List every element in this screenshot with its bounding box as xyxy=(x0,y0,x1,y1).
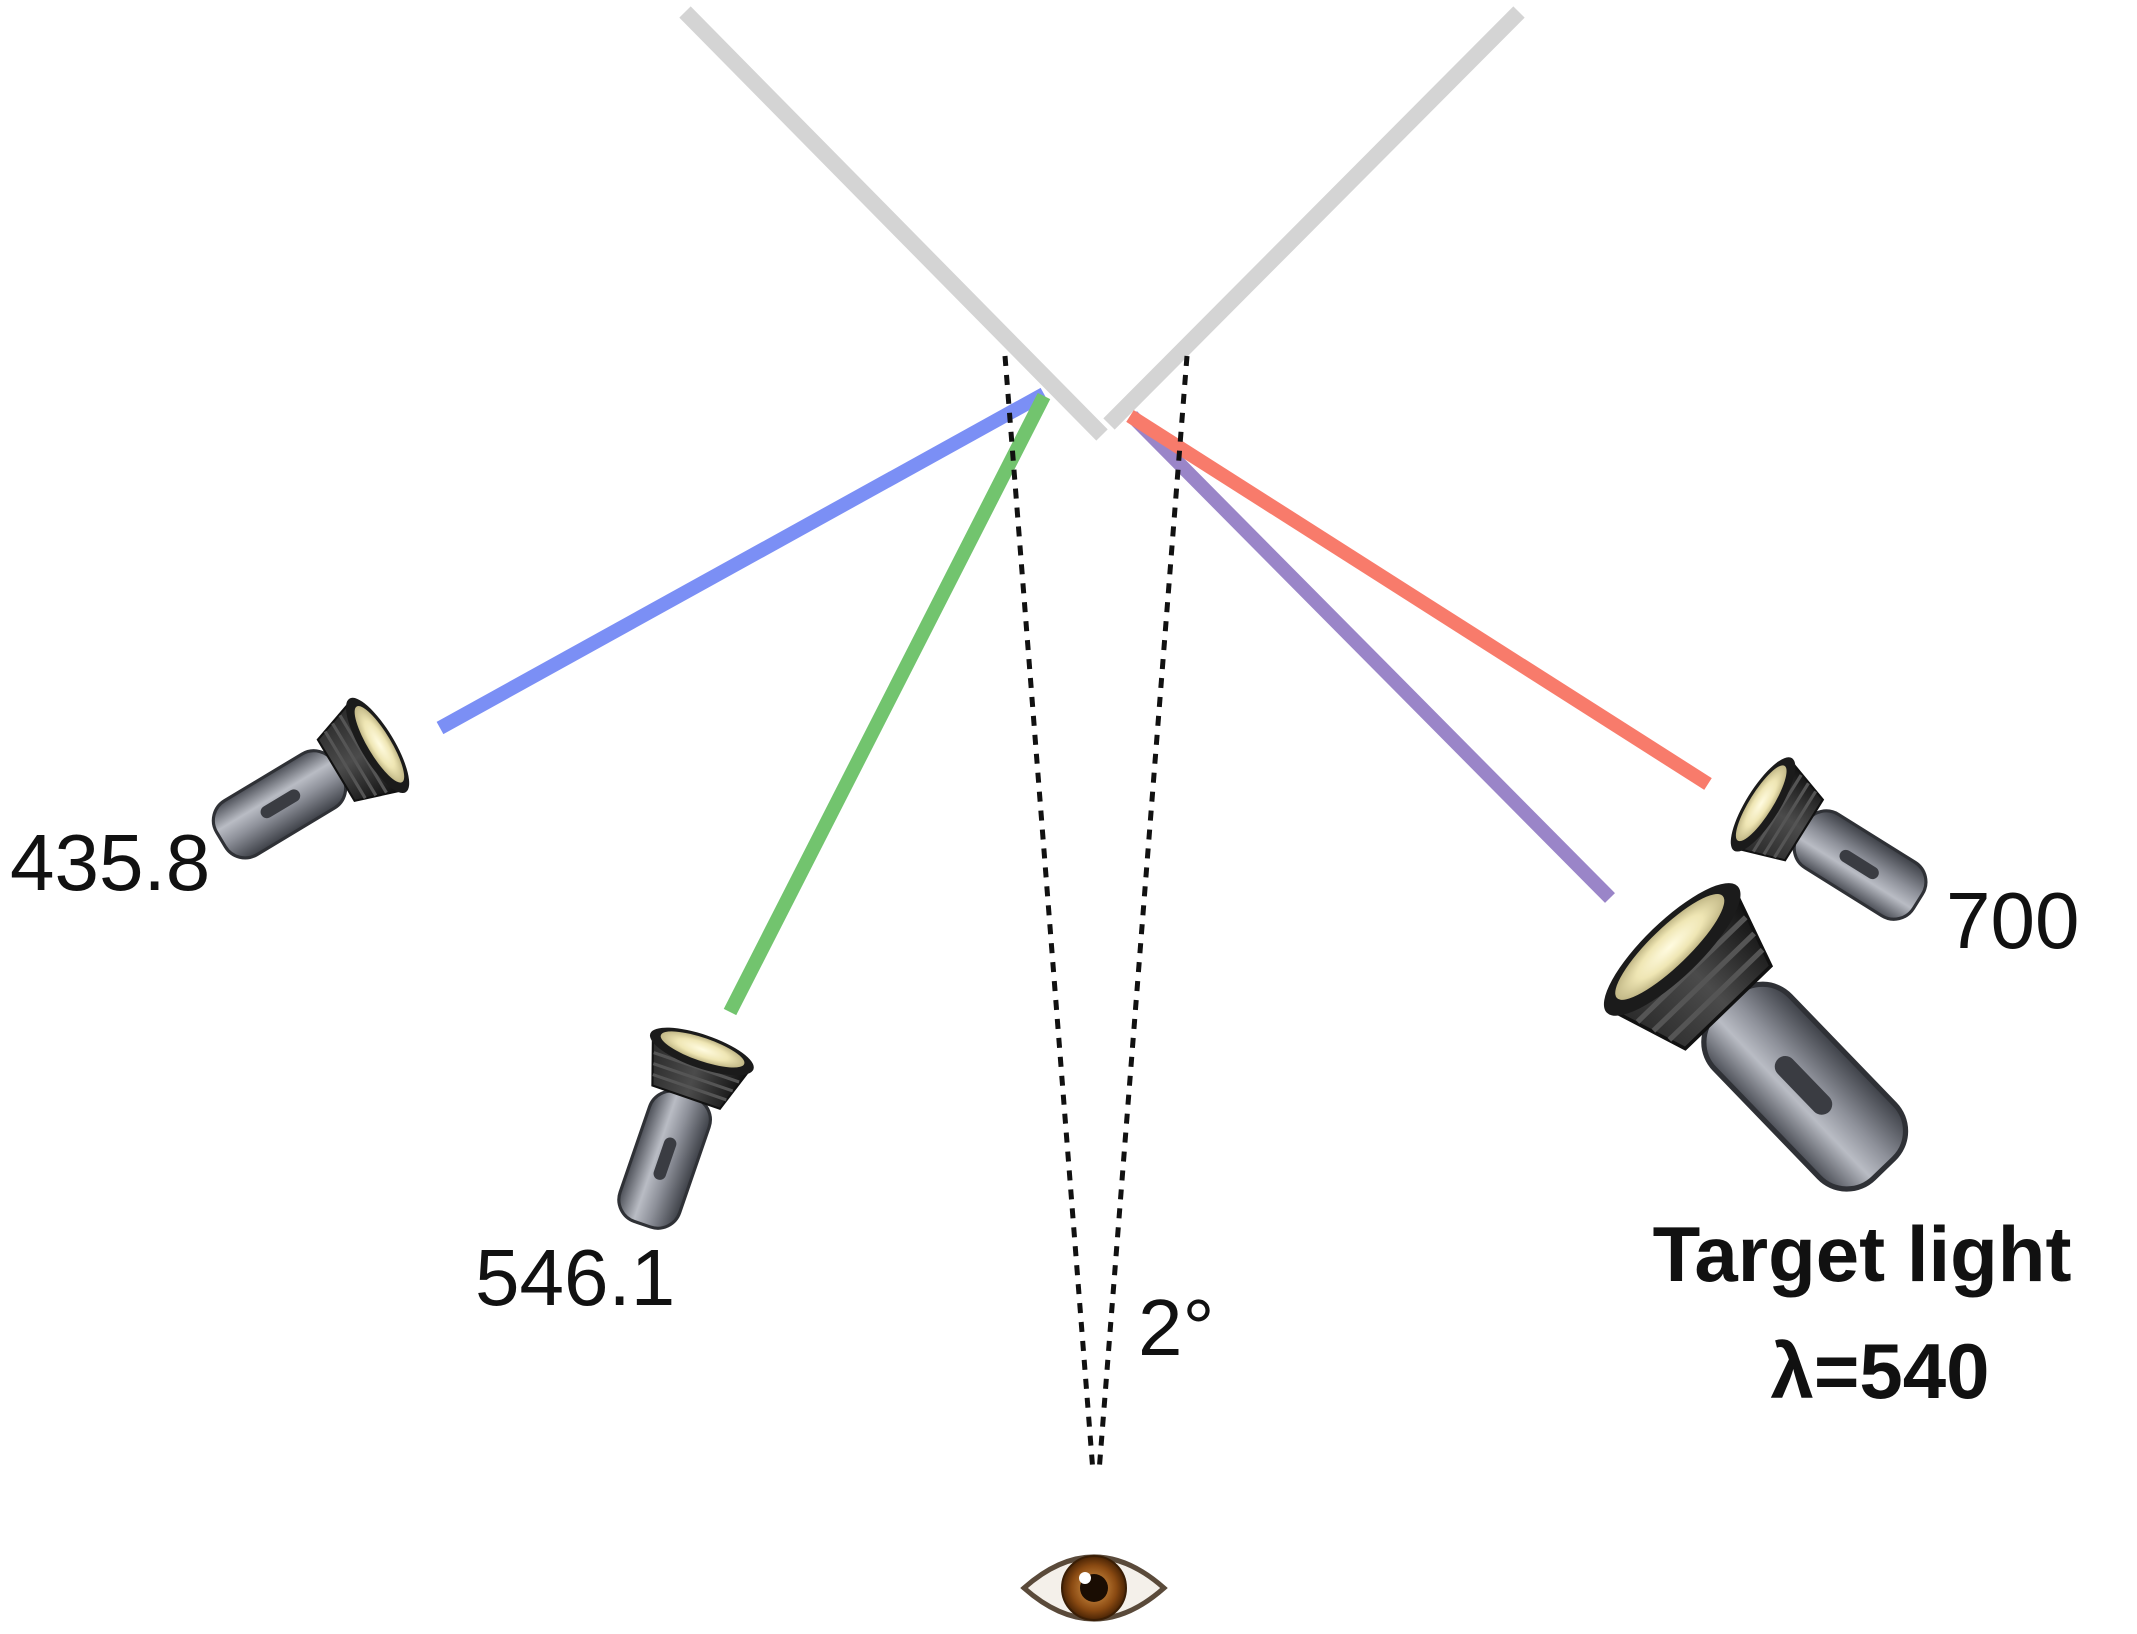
blue-source-label: 435.8 xyxy=(10,818,210,907)
field-of-view xyxy=(1002,355,1190,1473)
flashlight-icon xyxy=(1587,866,1949,1232)
red-beam xyxy=(1126,410,1712,790)
left-sightline xyxy=(1002,355,1096,1473)
flashlight-icon xyxy=(1718,747,1949,950)
flashlight-icon xyxy=(191,688,422,888)
right-sightline xyxy=(1096,355,1190,1473)
purple-beam xyxy=(1127,411,1615,903)
target-light-label: Target light xyxy=(1653,1210,2072,1298)
bipartite-screen xyxy=(679,6,1525,441)
left-screen-half xyxy=(679,6,1108,441)
eye-icon xyxy=(1020,1554,1168,1622)
blue-beam xyxy=(436,387,1048,735)
green-source-label: 546.1 xyxy=(475,1233,675,1322)
red-source-label: 700 xyxy=(1946,876,2079,965)
light-beams xyxy=(436,387,1712,1016)
angle-label: 2° xyxy=(1138,1283,1214,1372)
flashlight-icon xyxy=(589,1016,761,1244)
right-screen-half xyxy=(1103,6,1525,430)
green-beam xyxy=(723,392,1051,1016)
target-wavelength-label: λ=540 xyxy=(1770,1327,1989,1415)
